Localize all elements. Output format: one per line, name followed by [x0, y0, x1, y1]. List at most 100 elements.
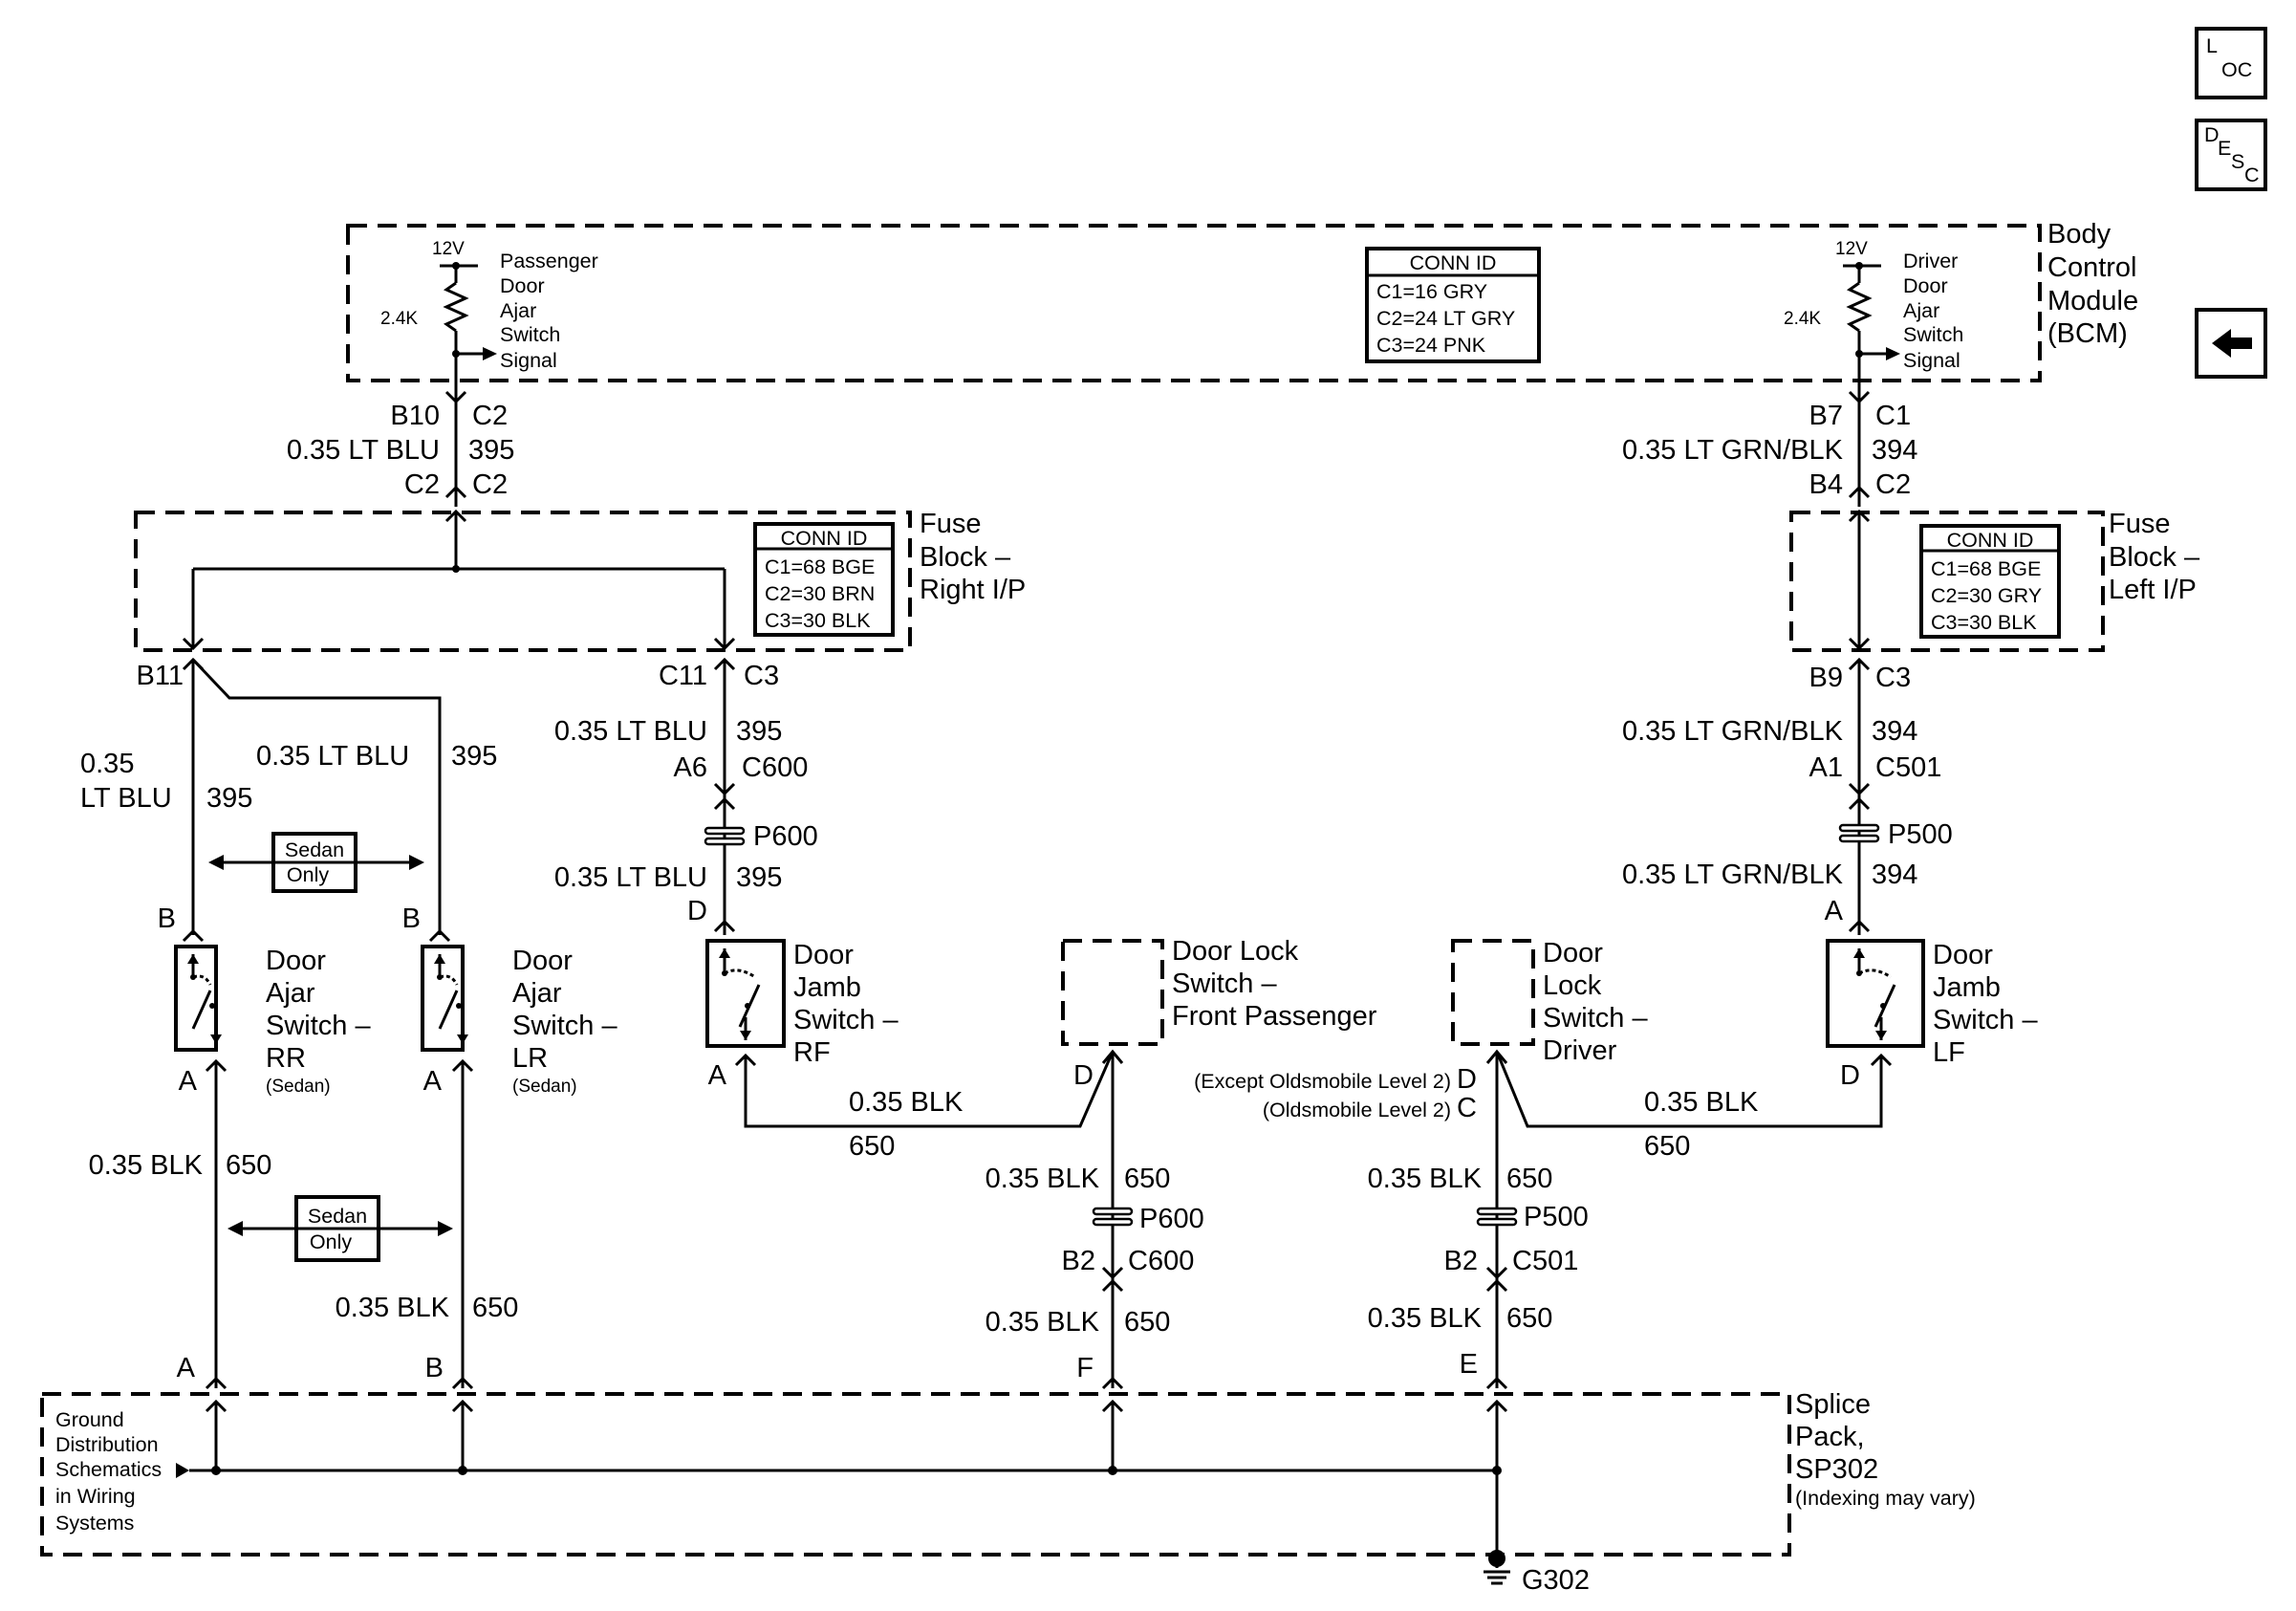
svg-text:B11: B11: [137, 661, 184, 691]
svg-text:Pack,: Pack,: [1795, 1422, 1865, 1452]
bcm-pass-connector: B10 C2 0.35 LT BLU 395 C2 C2: [287, 390, 514, 507]
svg-text:A6: A6: [674, 752, 707, 783]
back-button[interactable]: [2195, 308, 2267, 379]
svg-text:0.35 BLK: 0.35 BLK: [89, 1150, 204, 1181]
svg-text:C2: C2: [472, 469, 508, 500]
svg-text:0.35 BLK: 0.35 BLK: [986, 1164, 1100, 1194]
fuse-block-right-title: Fuse Block – Right I/P: [920, 509, 1026, 605]
svg-text:B4: B4: [1809, 469, 1843, 500]
svg-text:LT BLU: LT BLU: [80, 783, 172, 814]
svg-text:C1=68 BGE: C1=68 BGE: [1931, 557, 2041, 580]
svg-text:G302: G302: [1522, 1565, 1590, 1596]
svg-text:0.35 LT GRN/BLK: 0.35 LT GRN/BLK: [1622, 716, 1844, 747]
svg-text:C501: C501: [1512, 1246, 1578, 1276]
svg-text:B: B: [402, 903, 421, 934]
lf-feed: B9 C3 0.35 LT GRN/BLK 394 A1 C501 P500 0…: [1622, 657, 1953, 935]
svg-text:394: 394: [1872, 860, 1917, 890]
svg-text:Door: Door: [1543, 938, 1603, 969]
svg-text:B7: B7: [1809, 401, 1843, 431]
rf-to-fp-wire: 0.35 BLK 650: [734, 1049, 1124, 1162]
svg-text:A: A: [708, 1060, 727, 1091]
svg-text:650: 650: [1124, 1164, 1170, 1194]
svg-text:Sedan: Sedan: [285, 838, 344, 861]
svg-text:Switch –: Switch –: [1543, 1003, 1648, 1034]
driver-pullup-resistor: 12V 2.4K Driver Door Ajar Switch Signal: [1784, 239, 1963, 402]
splice-bus: [176, 1399, 1508, 1555]
desc-button[interactable]: D E S C: [2195, 119, 2267, 191]
svg-text:Ajar: Ajar: [266, 978, 315, 1009]
svg-text:Switch –: Switch –: [793, 1005, 899, 1035]
driver-ground-wire: 0.35 BLK 650 P500 B2 C501 0.35 BLK 650 E: [1368, 1052, 1589, 1388]
svg-text:Signal: Signal: [1903, 349, 1960, 372]
svg-text:A: A: [179, 1066, 198, 1097]
svg-text:D: D: [1073, 1060, 1094, 1091]
svg-text:Door: Door: [266, 946, 326, 976]
svg-text:0.35 BLK: 0.35 BLK: [1368, 1303, 1483, 1334]
svg-text:(Sedan): (Sedan): [512, 1077, 577, 1097]
fuse-left-passthrough: [1848, 509, 1871, 651]
svg-text:0.35 LT BLU: 0.35 LT BLU: [256, 741, 409, 772]
loc-button[interactable]: L OC: [2195, 27, 2267, 99]
bcm-drv-connector: B7 C1 0.35 LT GRN/BLK 394 B4 C2: [1622, 390, 1917, 507]
ground-g302: G302: [1484, 1550, 1590, 1596]
svg-text:Door Lock: Door Lock: [1172, 936, 1299, 967]
svg-text:C11: C11: [659, 661, 707, 691]
svg-text:395: 395: [468, 435, 514, 466]
sedan-only-badge-top: Sedan Only: [208, 832, 424, 893]
splice-pack-box: [40, 1392, 1791, 1557]
svg-text:Distribution: Distribution: [55, 1433, 159, 1456]
svg-text:C1=68 BGE: C1=68 BGE: [765, 555, 875, 578]
svg-text:Front Passenger: Front Passenger: [1172, 1001, 1377, 1032]
svg-text:C600: C600: [742, 752, 808, 783]
svg-text:A1: A1: [1809, 752, 1843, 783]
svg-text:394: 394: [1872, 716, 1917, 747]
svg-text:B9: B9: [1809, 663, 1843, 693]
passenger-pullup-resistor: 12V 2.4K Passenger Door Ajar Switch Sign…: [380, 239, 598, 402]
svg-text:650: 650: [1506, 1303, 1552, 1334]
svg-text:C2=30 BRN: C2=30 BRN: [765, 582, 875, 605]
svg-text:Left I/P: Left I/P: [2109, 575, 2197, 605]
svg-text:Module: Module: [2047, 286, 2138, 316]
svg-text:SP302: SP302: [1795, 1454, 1878, 1485]
svg-text:F: F: [1076, 1353, 1094, 1383]
svg-text:0.35: 0.35: [80, 749, 134, 779]
svg-text:Door: Door: [1903, 274, 1948, 297]
svg-text:0.35 BLK: 0.35 BLK: [849, 1087, 964, 1118]
svg-text:0.35 LT GRN/BLK: 0.35 LT GRN/BLK: [1622, 435, 1844, 466]
svg-text:B: B: [158, 903, 176, 934]
svg-text:0.35 LT BLU: 0.35 LT BLU: [554, 862, 707, 893]
svg-text:LF: LF: [1933, 1037, 1965, 1068]
bcm-box: [346, 224, 2042, 382]
desc-letter-e: E: [2218, 137, 2231, 160]
svg-text:C1: C1: [1875, 401, 1911, 431]
svg-text:C3=30 BLK: C3=30 BLK: [765, 609, 871, 632]
svg-text:Block –: Block –: [920, 542, 1011, 573]
svg-text:(Except Oldsmobile Level 2): (Except Oldsmobile Level 2): [1194, 1070, 1451, 1093]
svg-text:Switch: Switch: [500, 323, 560, 346]
svg-text:Schematics: Schematics: [55, 1458, 162, 1481]
svg-text:E: E: [1460, 1349, 1478, 1380]
svg-text:650: 650: [472, 1293, 518, 1323]
fuse-right-conn-id-table: CONN ID C1=68 BGE C2=30 BRN C3=30 BLK: [753, 522, 895, 637]
svg-text:(Oldsmobile Level 2): (Oldsmobile Level 2): [1263, 1099, 1451, 1121]
svg-text:LR: LR: [512, 1043, 548, 1074]
bcm-conn-id-table: CONN ID C1=16 GRY C2=24 LT GRY C3=24 PNK: [1365, 247, 1541, 363]
svg-text:C600: C600: [1128, 1246, 1194, 1276]
svg-text:C2: C2: [1875, 469, 1911, 500]
svg-text:Jamb: Jamb: [793, 972, 861, 1003]
svg-text:Door: Door: [500, 274, 545, 297]
lr-ground-wire: 0.35 BLK 650: [336, 1058, 518, 1388]
svg-text:Control: Control: [2047, 252, 2137, 283]
lf-to-driver-wire: 0.35 BLK 650: [1485, 1049, 1893, 1162]
fuse-block-right-box: [134, 511, 912, 652]
door-ajar-switch-lr: B Door Ajar Switch – LR (Sedan) A: [402, 903, 618, 1097]
svg-text:394: 394: [1872, 435, 1917, 466]
door-lock-switch-front-passenger: Door Lock Switch – Front Passenger D: [1061, 936, 1377, 1091]
ground-icon: [1488, 1550, 1505, 1567]
svg-text:CONN ID: CONN ID: [781, 527, 868, 550]
svg-text:(BCM): (BCM): [2047, 318, 2128, 349]
svg-text:RR: RR: [266, 1043, 306, 1074]
svg-text:C3: C3: [744, 661, 779, 691]
svg-text:0.35 LT BLU: 0.35 LT BLU: [554, 716, 707, 747]
